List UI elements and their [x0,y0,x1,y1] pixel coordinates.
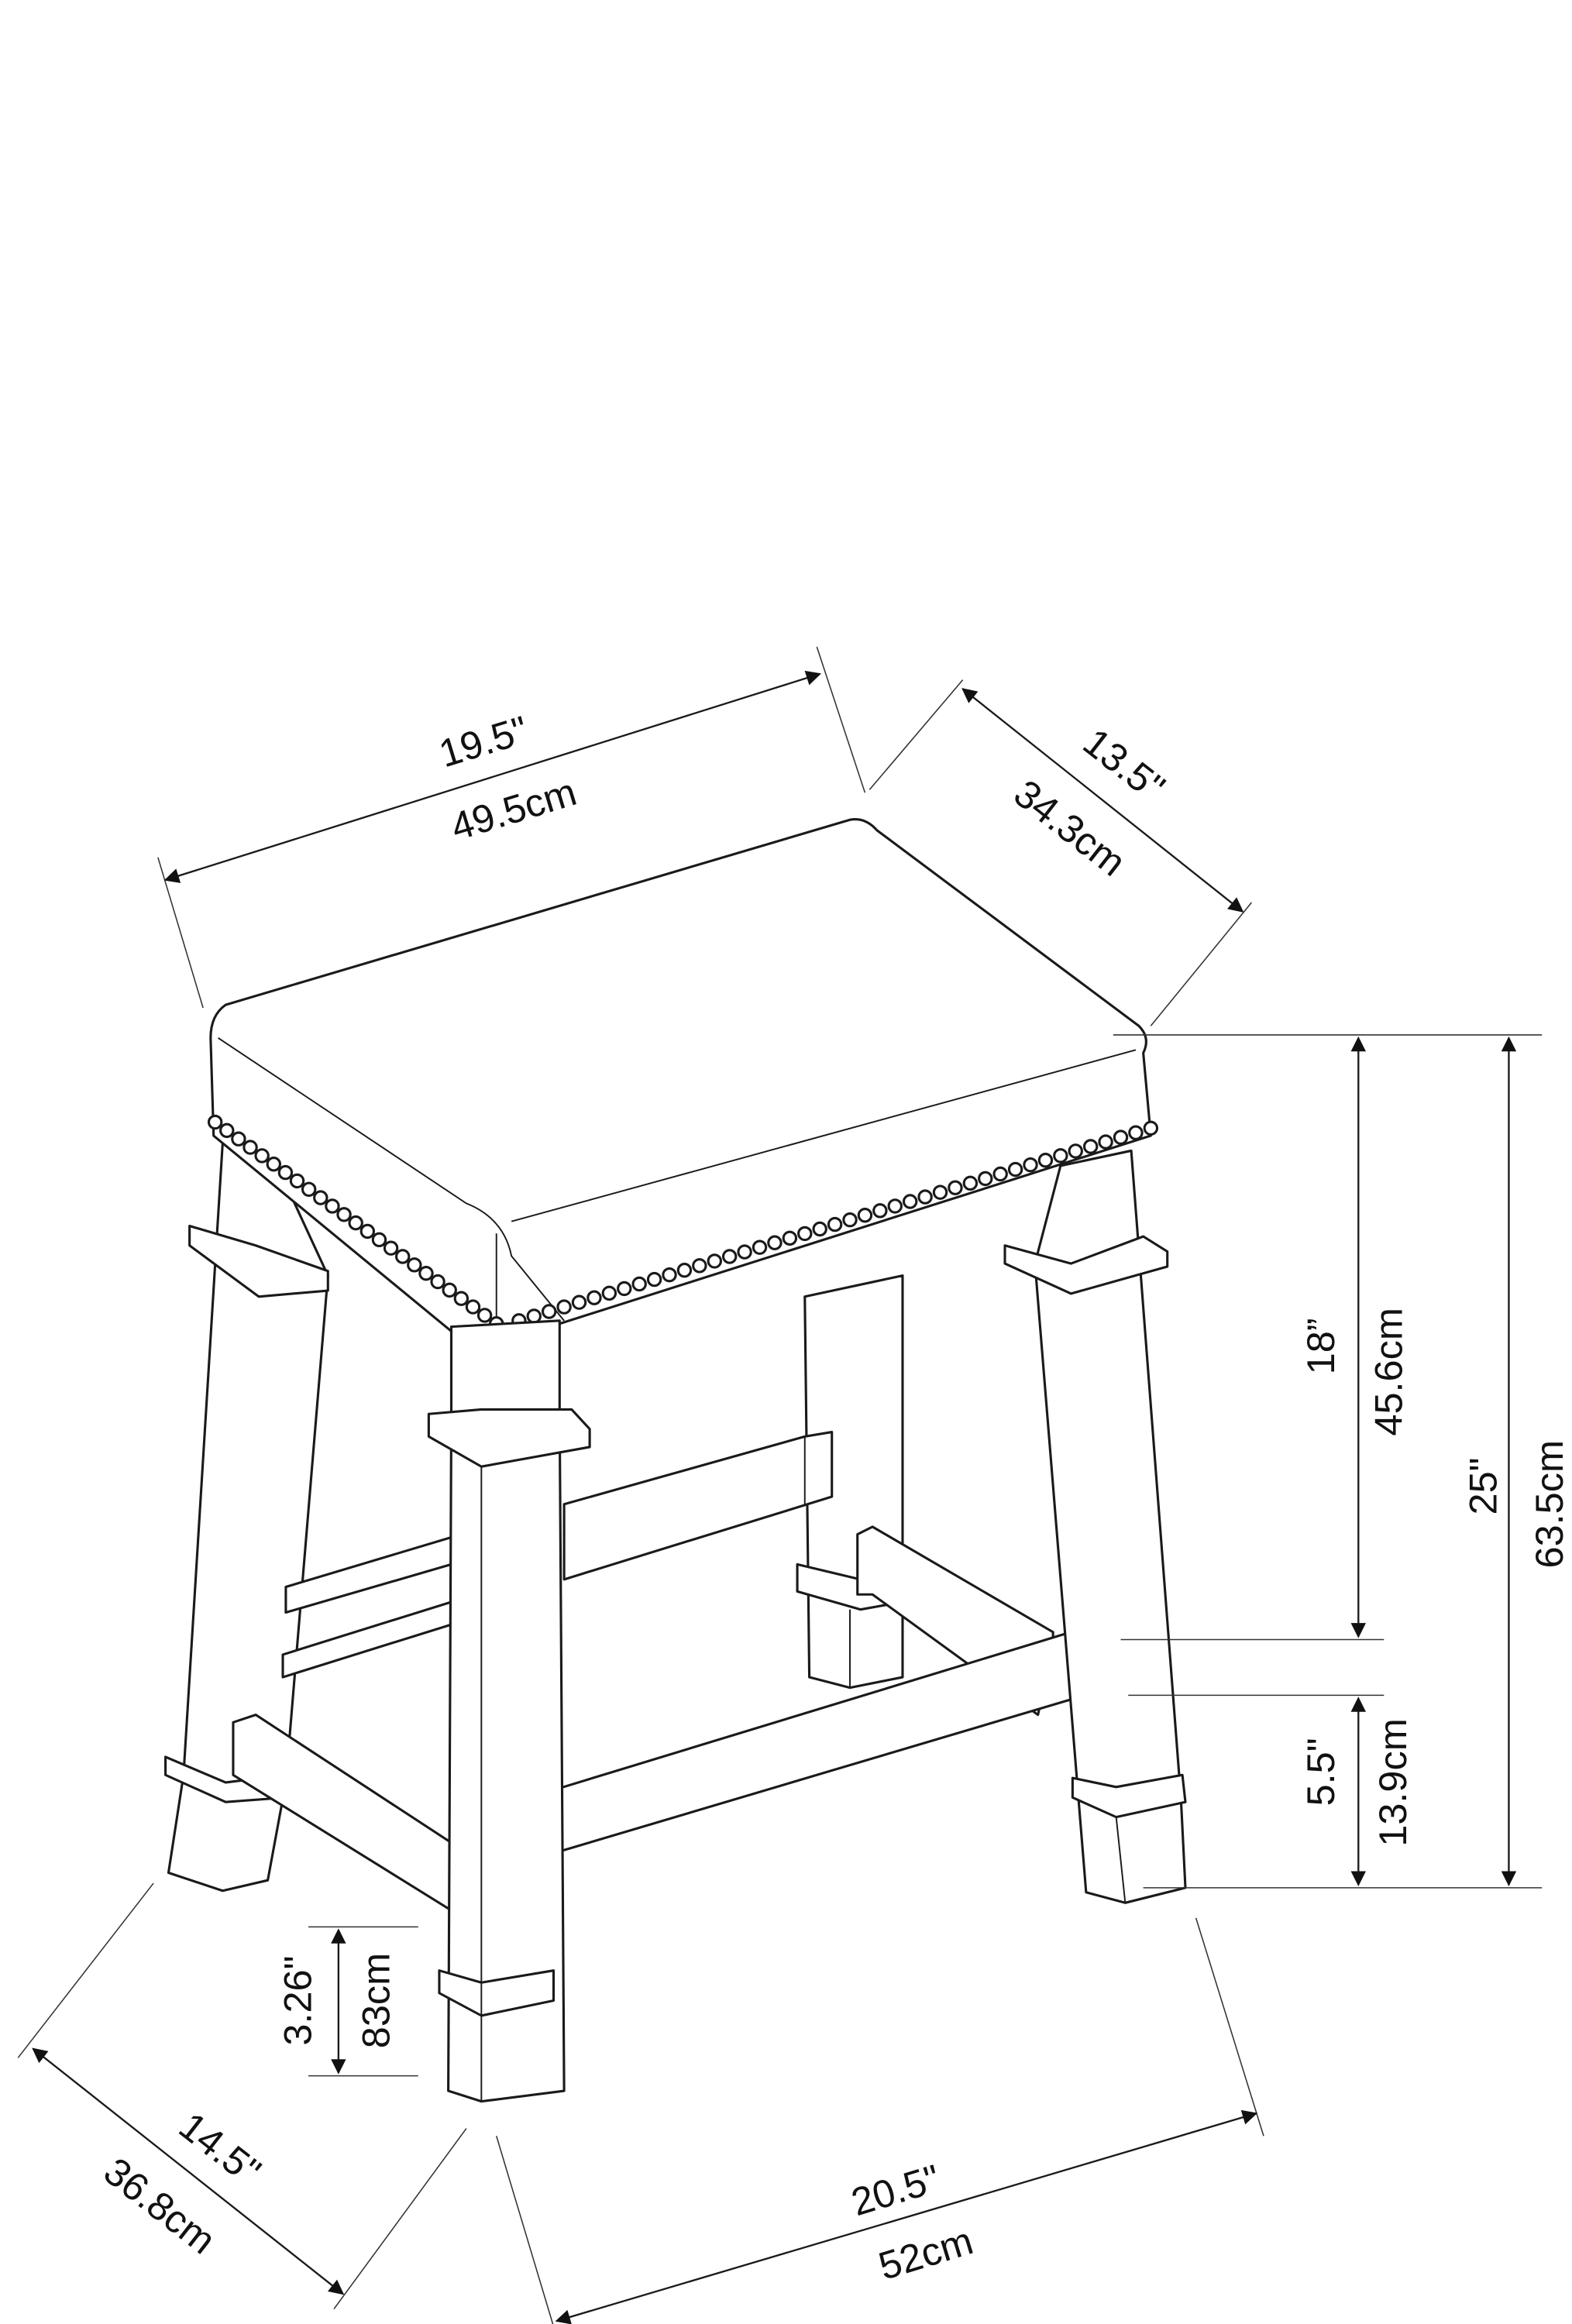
nailhead [948,1180,963,1195]
stretchers [232,1430,1097,1912]
nailhead [646,1271,662,1287]
nailhead [526,1308,542,1324]
nailhead [978,1171,993,1187]
dim-foot-block-height: 3.26" 83cm [276,1926,418,2077]
nailhead [631,1276,647,1292]
nailhead [465,1299,481,1315]
nailhead [932,1184,948,1200]
base-depth-cm: 36.8cm [96,2149,225,2263]
nailhead [902,1194,918,1209]
nailhead [348,1215,363,1231]
nailhead [266,1157,282,1172]
seat [207,818,1159,1332]
seat-width-cm: 49.5cm [445,769,581,849]
dim-base-width: 20.5" 52cm [495,1917,1264,2324]
nailhead [442,1282,457,1298]
nailhead-trim [207,1114,1159,1332]
nailhead [359,1223,376,1239]
dim-footrest-height: 5.5" 13.9cm [1299,1697,1415,1886]
nailhead [1007,1161,1023,1177]
nailhead [1037,1153,1054,1168]
nailhead [1143,1120,1159,1136]
dim-overall-height: 25" 63.5cm [1461,1036,1571,1886]
nailhead [797,1226,813,1242]
nailhead [721,1249,738,1264]
nailhead [842,1212,858,1228]
nailhead [857,1208,873,1223]
nailhead [325,1198,340,1214]
nailhead [1023,1157,1038,1173]
nailhead [1098,1134,1113,1150]
nailhead [962,1175,979,1191]
seat-width-inches: 19.5" [434,707,533,775]
nailhead [383,1240,399,1256]
nailhead [872,1203,888,1219]
nailhead [336,1207,352,1222]
nailhead [782,1230,798,1246]
nailhead [752,1239,768,1255]
base-width-inches: 20.5" [846,2156,945,2224]
right-leg [1003,1149,1187,1904]
seat-height-cm: 45.6cm [1366,1308,1410,1436]
foot-block-cm: 83cm [354,1953,398,2048]
nailhead [231,1131,246,1147]
nailhead [207,1114,223,1130]
dim-seat-height: 18” 45.6cm [1299,1036,1410,1638]
nailhead [586,1290,602,1305]
overall-height-cm: 63.5cm [1527,1440,1571,1569]
nailhead [254,1148,270,1164]
dim-base-depth: 14.5" 36.8cm [17,1882,467,2310]
nailhead [1053,1148,1068,1164]
nailhead [1128,1125,1144,1140]
nailhead [453,1291,470,1306]
nailhead [737,1244,752,1260]
nailhead [707,1253,722,1269]
nailhead [289,1173,305,1189]
nailhead [556,1299,572,1315]
nailhead [541,1304,557,1319]
nailhead [219,1122,235,1139]
base-width-cm: 52cm [873,2218,978,2288]
nailhead [571,1294,587,1310]
seat-depth-inches: 13.5" [1075,720,1174,810]
nailhead [992,1166,1008,1182]
nailhead [243,1140,258,1155]
nailhead [1082,1139,1099,1154]
stool-drawing [164,818,1187,2103]
nailhead [692,1258,707,1274]
nailhead [395,1249,411,1264]
footrest-height-cm: 13.9cm [1371,1718,1415,1847]
front-leg [427,1319,591,2103]
nailhead [1068,1143,1083,1159]
nailhead [887,1198,903,1214]
foot-block-inches: 3.26" [276,1955,320,2045]
nailhead [301,1181,317,1197]
nailhead [371,1232,387,1248]
footrest-height-inches: 5.5" [1299,1738,1343,1806]
seat-depth-cm: 34.3cm [1006,771,1134,885]
nailhead [313,1190,329,1205]
nailhead [662,1267,677,1283]
nailhead [1113,1129,1129,1145]
nailhead [917,1189,933,1205]
nailhead [617,1281,632,1297]
nailhead [601,1285,617,1301]
nailhead [827,1216,843,1232]
base-depth-inches: 14.5" [171,2103,270,2193]
seat-height-inches: 18” [1299,1318,1343,1374]
nailhead [676,1263,693,1278]
overall-height-inches: 25" [1461,1457,1505,1514]
nailhead [418,1265,434,1281]
nailhead [767,1235,783,1250]
nailhead [812,1221,827,1237]
nailhead [407,1257,422,1273]
nailhead [430,1274,445,1290]
nailhead [476,1308,493,1323]
nailhead [277,1164,294,1181]
